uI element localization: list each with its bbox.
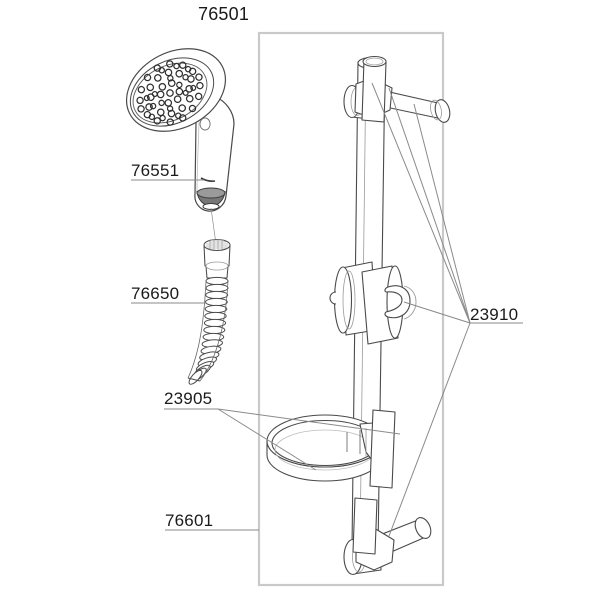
leader-23910-b bbox=[388, 87, 471, 324]
part-23910-top-bracket bbox=[343, 55, 451, 123]
assembly-boundary-frame bbox=[257, 31, 445, 587]
leader-23910-d bbox=[403, 301, 471, 324]
part-label-76601: 76601 bbox=[165, 511, 214, 530]
leader-23910-e bbox=[388, 322, 471, 537]
part-76650-hose bbox=[187, 207, 231, 385]
part-23910-slider-holder bbox=[329, 261, 417, 345]
leader-23905-a bbox=[217, 408, 401, 435]
part-label-76650: 76650 bbox=[131, 284, 180, 303]
part-23905-soap-dish bbox=[266, 409, 396, 489]
leader-23910-a bbox=[371, 82, 471, 324]
leader-23905-b bbox=[217, 408, 317, 471]
leader-23910-c bbox=[413, 103, 471, 324]
part-label-23910: 23910 bbox=[470, 305, 519, 324]
leader-lines bbox=[131, 82, 523, 537]
part-23910-bottom-bracket bbox=[343, 497, 432, 576]
part-label-76551: 76551 bbox=[131, 161, 180, 180]
diagram-title: 76501 bbox=[198, 4, 250, 24]
part-76551-handshower bbox=[125, 48, 235, 212]
part-label-23905: 23905 bbox=[164, 389, 213, 408]
